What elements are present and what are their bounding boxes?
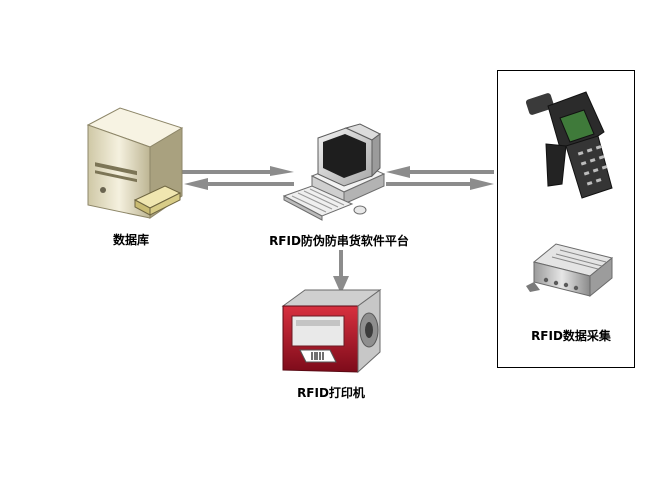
collector-label: RFID数据采集 xyxy=(531,329,611,343)
computer-icon xyxy=(282,123,386,221)
handheld-scanner-icon xyxy=(525,91,613,199)
arrow-db-platform xyxy=(180,166,294,190)
arrow-platform-collector xyxy=(386,166,494,190)
printer-label: RFID打印机 xyxy=(297,386,365,400)
database-label: 数据库 xyxy=(112,233,150,247)
printer-icon xyxy=(281,289,382,374)
platform-label: RFID防伪防串货软件平台 xyxy=(269,234,409,248)
rfid-reader-icon xyxy=(526,243,614,298)
arrow-platform-printer xyxy=(333,250,349,294)
server-icon xyxy=(86,107,184,219)
